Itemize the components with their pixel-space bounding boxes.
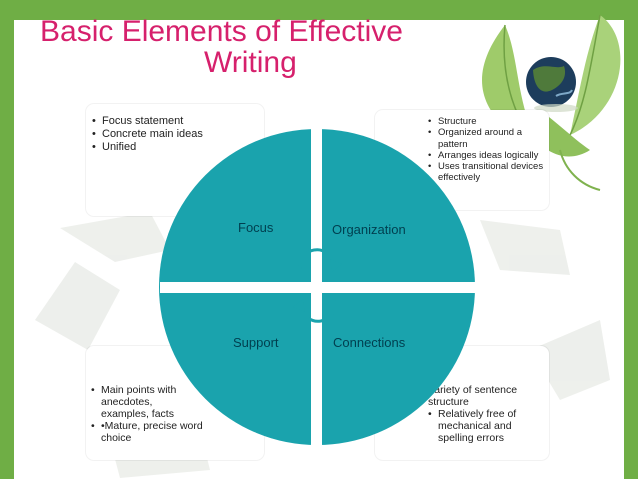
- list-item-text: Uses transitional devices effectively: [438, 161, 544, 184]
- top-green-band: [0, 0, 638, 20]
- list-item-text: Main points with anecdotes, examples, fa…: [101, 384, 177, 420]
- bullet: •: [428, 408, 432, 420]
- list-item-text: Focus statement: [102, 115, 184, 127]
- list-item-text: Organized around a pattern: [438, 127, 522, 150]
- bullet: •: [428, 127, 432, 139]
- list-item: • •Mature, precise word choice: [91, 420, 203, 444]
- bullet: •: [92, 115, 96, 127]
- list-item: • Unified: [92, 141, 212, 154]
- organization-list: • Structure • Organized around a pattern • Ar…: [428, 116, 546, 184]
- list-item-text: •Mature, precise word choice: [101, 420, 203, 444]
- bullet: •: [92, 141, 96, 153]
- list-item: • Focus statement: [92, 115, 212, 128]
- support-list: • Main points with anecdotes, examples, f…: [91, 384, 203, 444]
- bullet: •: [428, 116, 432, 127]
- list-item: • Concrete main ideas: [92, 128, 212, 141]
- focus-list: • Focus statement • Concrete main ideas • Uni…: [92, 115, 212, 154]
- bullet: •: [91, 420, 95, 432]
- bullet: •: [428, 161, 432, 173]
- left-green-band: [0, 0, 14, 479]
- list-item: • Uses transitional devices effectively: [428, 161, 546, 184]
- bullet: •: [92, 128, 96, 140]
- quadrant-label-support: Support: [233, 335, 279, 350]
- list-item: • Organized around a pattern: [428, 127, 546, 150]
- list-item-text: Relatively free of mechanical and spelli…: [438, 408, 517, 444]
- bullet: •: [428, 149, 432, 161]
- list-item-text: Structure: [438, 116, 477, 127]
- list-item-text: Unified: [102, 141, 137, 153]
- connections-lead: Variety of sentence structure: [428, 384, 518, 408]
- right-green-band: [624, 0, 638, 479]
- list-item-text: Arranges ideas logically: [438, 149, 539, 161]
- bullet: •: [91, 384, 95, 396]
- quadrant-label-focus: Focus: [238, 220, 274, 235]
- quadrant-label-connections: Connections: [333, 335, 406, 350]
- list-item: • Arranges ideas logically: [428, 150, 546, 161]
- wheel-vertical-gap: [311, 128, 322, 446]
- quadrant-label-organization: Organization: [332, 222, 406, 237]
- list-item-text: Concrete main ideas: [102, 128, 203, 140]
- list-item: • Structure: [428, 116, 546, 127]
- title-line-1: Basic Elements of Effective: [40, 15, 403, 48]
- list-item: • Main points with anecdotes, examples, f…: [91, 384, 203, 420]
- cycle-arrows-icon: [293, 248, 342, 323]
- title-line-2: Writing: [204, 46, 297, 79]
- list-item: • Relatively free of mechanical and spell…: [428, 408, 546, 444]
- connections-list: Variety of sentence structure • Relativel…: [428, 384, 546, 444]
